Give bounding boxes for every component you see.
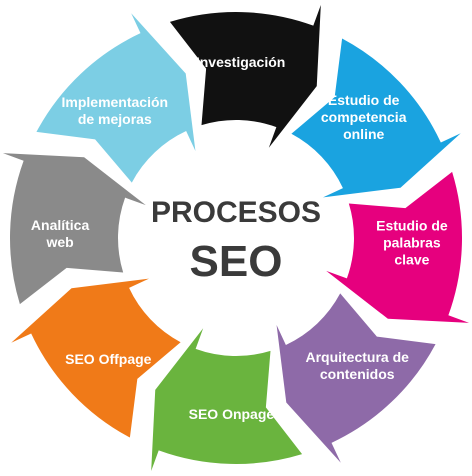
step-5-label-line-1: SEO Onpage xyxy=(189,406,275,422)
step-6-label-line-1: SEO Offpage xyxy=(65,351,152,367)
step-7-label-line-2: web xyxy=(45,234,73,250)
step-8-label-line-2: de mejoras xyxy=(78,111,152,127)
cycle-arrow-6 xyxy=(11,278,181,438)
step-1-label-line-1: Investigación xyxy=(196,54,285,70)
cycle-arrow-7 xyxy=(2,153,146,305)
step-2-label-line-1: Estudio de xyxy=(328,92,400,108)
step-2-label-line-3: online xyxy=(343,126,384,142)
step-2-label-line-2: competencia xyxy=(321,109,407,125)
cycle-segments xyxy=(2,4,470,472)
center-title-line1: PROCESOS xyxy=(151,196,321,229)
step-3-label-line-2: palabras xyxy=(383,235,441,251)
cycle-arrow-2 xyxy=(291,38,461,198)
cycle-arrow-1 xyxy=(169,4,321,148)
cycle-arrow-4 xyxy=(276,293,436,463)
step-3-label-line-3: clave xyxy=(394,252,429,268)
cycle-arrow-3 xyxy=(326,171,470,323)
step-4-label-line-2: contenidos xyxy=(320,366,395,382)
step-7-label-line-1: Analítica xyxy=(31,217,90,233)
center-title-line2: SEO xyxy=(190,237,283,286)
cycle-arrow-8 xyxy=(36,13,196,183)
step-8-label-line-1: Implementación xyxy=(62,94,169,110)
step-3-label-line-1: Estudio de xyxy=(376,218,448,234)
cycle-arrow-5 xyxy=(151,328,303,472)
step-4-label-line-1: Arquitectura de xyxy=(305,349,409,365)
